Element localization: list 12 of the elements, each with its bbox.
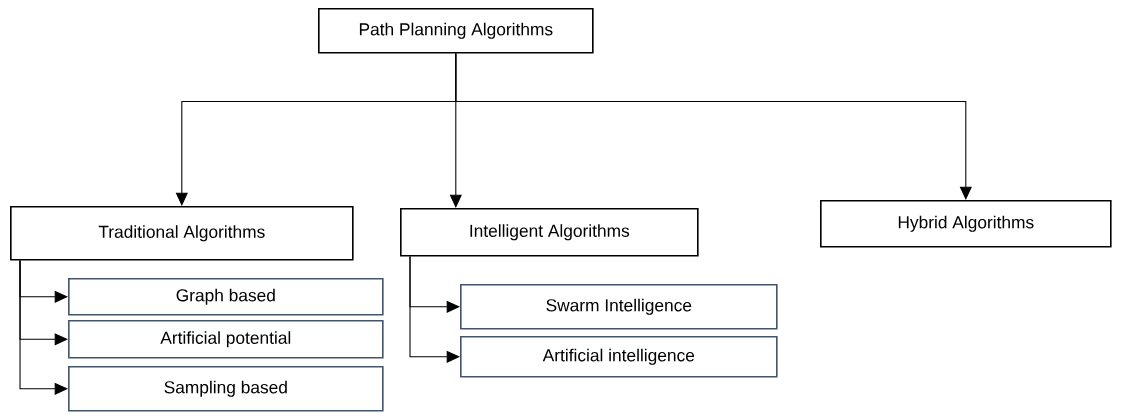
category-box: Path Planning Algorithms [318, 8, 594, 54]
category-box: Hybrid Algorithms [820, 200, 1112, 248]
subcategory-box: Artificial intelligence [460, 335, 778, 378]
arrow [19, 260, 68, 395]
subcategory-box: Sampling based [68, 366, 384, 412]
subcategory-box: Artificial potential [68, 320, 384, 359]
subcategory-box: Swarm Intelligence [460, 284, 778, 330]
subcategory-box: Graph based [68, 278, 384, 316]
arrow [409, 256, 460, 363]
category-box: Traditional Algorithms [10, 206, 354, 261]
category-box: Intelligent Algorithms [400, 208, 699, 257]
arrow [455, 53, 972, 200]
